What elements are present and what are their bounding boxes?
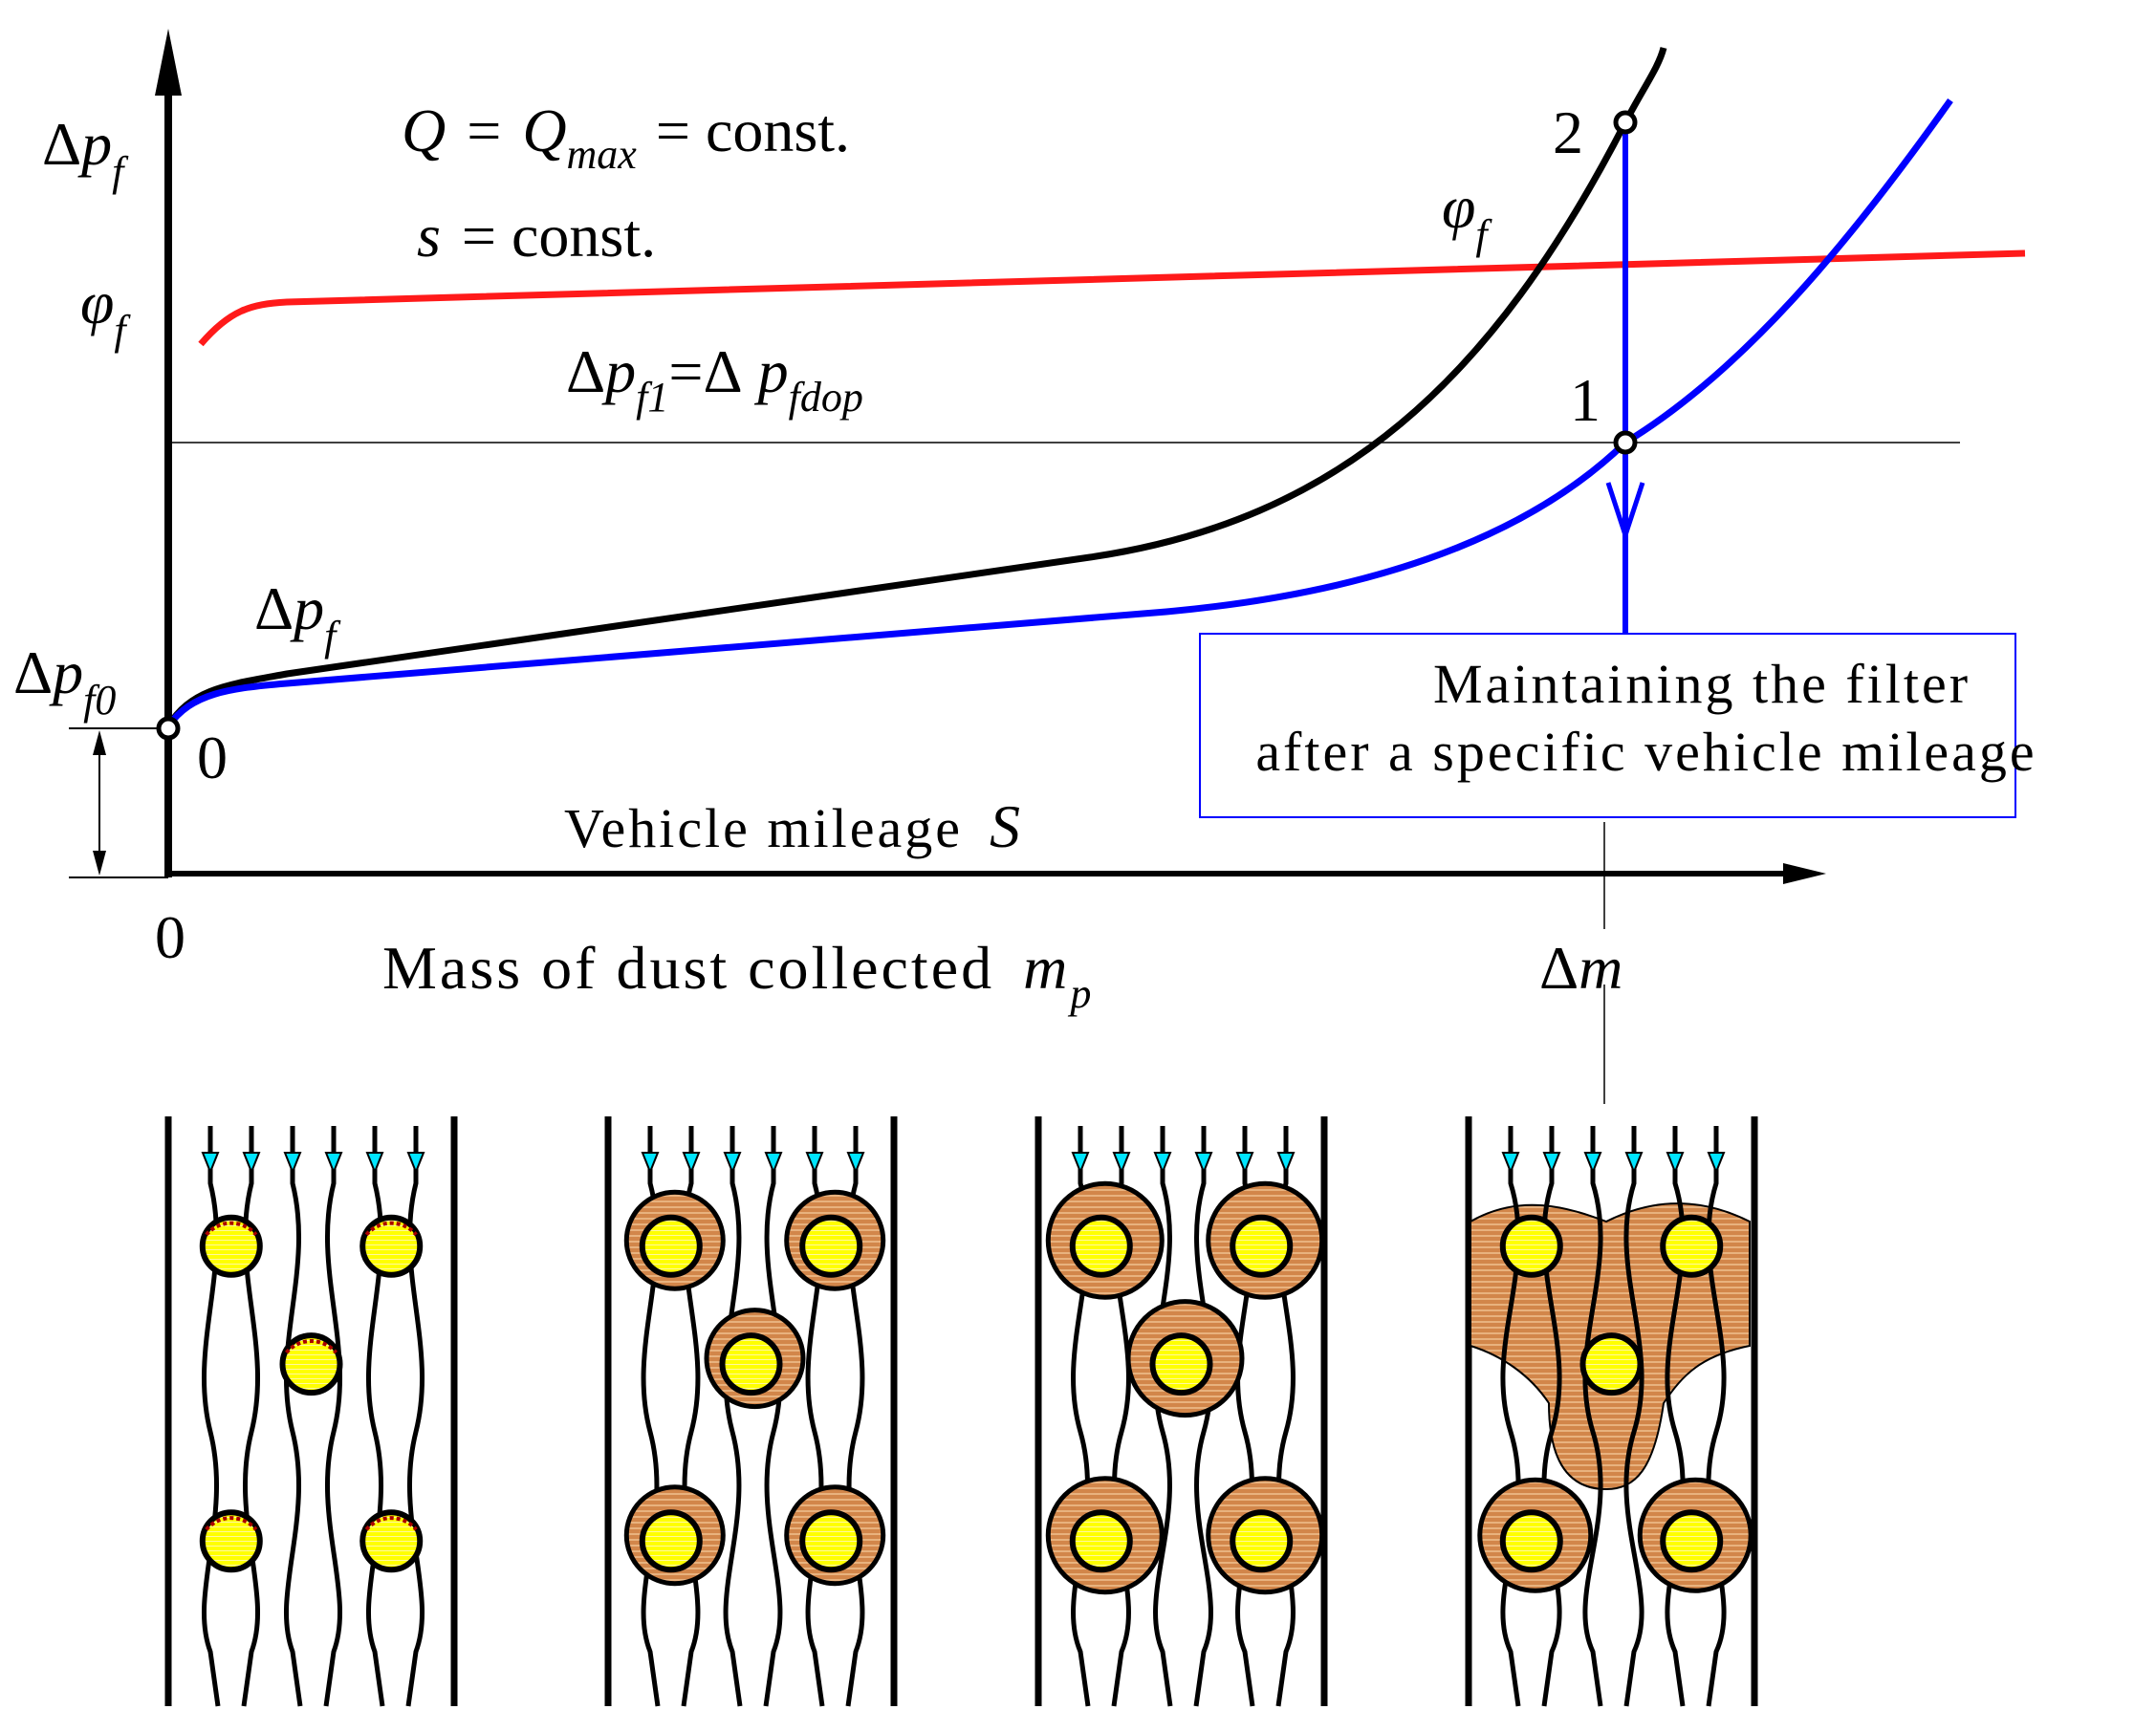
red-efficiency-curve [198, 249, 2026, 347]
point-label-1: 1 [1570, 366, 1601, 434]
fiber [1579, 1332, 1644, 1396]
delta-m-label: Δm [1539, 934, 1622, 1002]
fiber [1660, 1214, 1724, 1278]
streamline [323, 1126, 342, 1707]
fiber [1069, 1509, 1133, 1573]
curve-label-phi: φf [1442, 173, 1492, 258]
flow-arrow-icon [1112, 1152, 1131, 1175]
point-2-marker [1613, 110, 1638, 135]
fiber [359, 1214, 424, 1278]
curve-label-dp: Δpf [254, 574, 341, 660]
flow-arrow-icon [365, 1152, 384, 1175]
fiber [279, 1332, 343, 1396]
y-axis-label-dp: Δpf [42, 110, 129, 195]
flow-arrow-icon [641, 1152, 660, 1175]
flow-arrow-icon [1276, 1152, 1296, 1175]
fiber [719, 1332, 783, 1396]
flow-arrow-icon [1194, 1152, 1213, 1175]
streamline [763, 1126, 783, 1707]
streamline [202, 1126, 221, 1707]
condition-flow: Q=Qmax= const. [402, 97, 850, 178]
maintenance-callout: Maintaining the filter after a specific … [1199, 633, 2036, 818]
flow-arrow-icon [1583, 1152, 1602, 1175]
flow-arrow-icon [324, 1152, 343, 1175]
initial-drop-dimension [69, 727, 168, 878]
flow-arrow-icon [1153, 1152, 1172, 1175]
fiber [199, 1214, 263, 1278]
flow-arrow-icon [764, 1152, 783, 1175]
callout-line-1: Maintaining the filter [1433, 653, 1971, 715]
flow-arrow-icon [805, 1152, 824, 1175]
flow-arrow-icon [682, 1152, 701, 1175]
point-1-marker [1613, 430, 1638, 455]
flow-arrow-icon [406, 1152, 425, 1175]
fiber [1660, 1509, 1724, 1573]
flow-arrow-icon [1624, 1152, 1644, 1175]
callout-line-2: after a specific vehicle mileage [1255, 721, 2036, 783]
x-axis-arrow [1783, 863, 1826, 884]
maintenance-drop-arrow [1605, 122, 1645, 636]
fiber [1069, 1214, 1133, 1278]
blue-pressure-curve [165, 97, 1953, 729]
flow-arrow-icon [1666, 1152, 1685, 1175]
fiber [639, 1214, 703, 1278]
point-0-marker [156, 716, 181, 741]
point-label-0: 0 [197, 724, 228, 791]
filter-panel-clogged [1465, 1116, 1758, 1707]
flow-arrow-icon [242, 1152, 261, 1175]
flow-arrow-icon [846, 1152, 865, 1175]
point-label-2: 2 [1553, 98, 1583, 166]
streamline [1582, 1126, 1603, 1707]
black-pressure-curve [165, 47, 1667, 728]
streamline [241, 1126, 260, 1707]
flow-arrow-icon [723, 1152, 742, 1175]
origin-label: 0 [155, 903, 185, 971]
streamline [1623, 1126, 1644, 1707]
y-axis-arrow [155, 29, 182, 96]
flow-arrow-icon [1235, 1152, 1254, 1175]
fiber [199, 1509, 263, 1573]
streamline [405, 1126, 425, 1707]
fiber [1230, 1509, 1294, 1573]
flow-arrow-icon [1501, 1152, 1520, 1175]
fiber [799, 1509, 863, 1573]
dust-trace [364, 1221, 418, 1237]
flow-arrow-icon [1071, 1152, 1090, 1175]
fiber [359, 1509, 424, 1573]
filter-panel-light [604, 1116, 898, 1707]
dust-trace [205, 1221, 258, 1237]
fiber [1230, 1214, 1294, 1278]
fiber [639, 1509, 703, 1573]
fiber [1499, 1509, 1563, 1573]
filter-panels [164, 1116, 1758, 1707]
flow-arrow-icon [283, 1152, 302, 1175]
dust-trace [284, 1339, 338, 1354]
streamline [723, 1126, 743, 1707]
condition-speed: s= const. [417, 202, 656, 270]
fiber [799, 1214, 863, 1278]
dust-trace [205, 1516, 258, 1531]
flow-arrow-icon [1542, 1152, 1561, 1175]
fiber [1149, 1332, 1213, 1396]
dust-trace [364, 1516, 418, 1531]
streamline [1153, 1126, 1173, 1707]
y-axis-label-phi: φf [80, 269, 131, 354]
fiber [1499, 1214, 1563, 1278]
streamline [1193, 1126, 1213, 1707]
flow-arrow-icon [1707, 1152, 1726, 1175]
streamline [284, 1126, 303, 1707]
streamline [366, 1126, 385, 1707]
filter-panel-initial [164, 1116, 458, 1707]
y-axis-label-dp0: Δpf0 [13, 638, 116, 724]
flow-arrow-icon [201, 1152, 220, 1175]
filter-panel-heavy [1034, 1116, 1328, 1707]
